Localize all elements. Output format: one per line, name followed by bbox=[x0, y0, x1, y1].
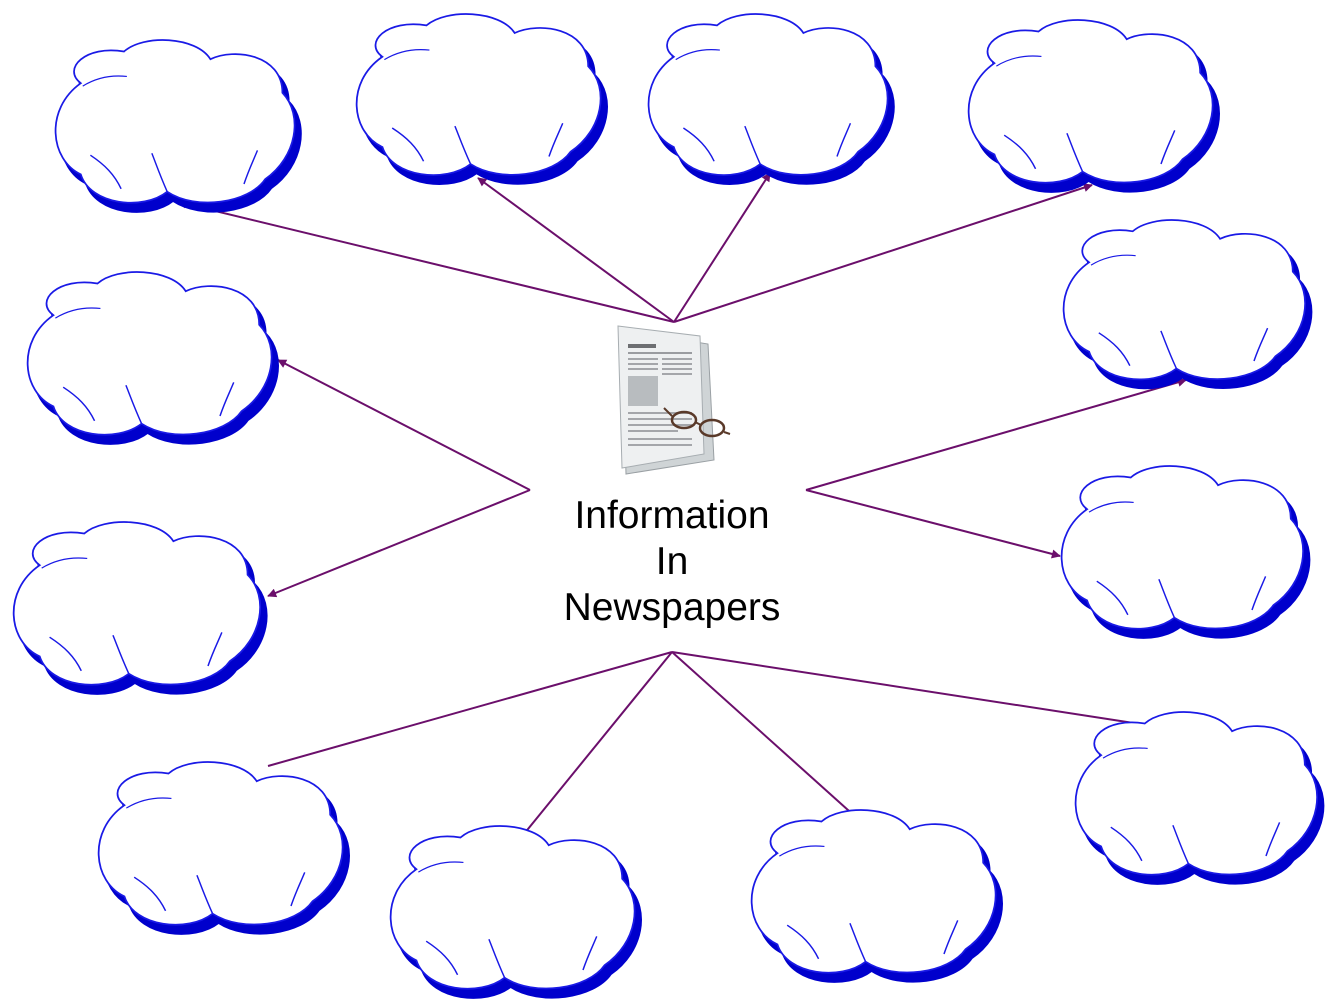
connector-top-4 bbox=[673, 183, 1093, 323]
connector-top-2 bbox=[477, 177, 675, 323]
connector-bottom-3 bbox=[671, 651, 869, 829]
connector-left-1 bbox=[277, 359, 531, 491]
cloud-bubble-top-2[interactable] bbox=[355, 12, 608, 186]
connector-bottom-1 bbox=[267, 651, 673, 767]
newspaper-with-glasses-icon bbox=[617, 325, 731, 475]
center-topic-line-3: Newspapers bbox=[563, 586, 781, 629]
cloud-bubble-right-3[interactable] bbox=[1074, 710, 1325, 885]
cloud-bubble-top-4[interactable] bbox=[967, 18, 1220, 193]
connector-right-1 bbox=[805, 377, 1187, 491]
cloud-bubble-left-2[interactable] bbox=[12, 520, 268, 695]
connector-left-2 bbox=[267, 489, 531, 598]
cloud-bubble-top-3[interactable] bbox=[647, 12, 895, 186]
cloud-bubble-left-1[interactable] bbox=[26, 270, 279, 445]
connectors bbox=[177, 172, 1187, 846]
connector-top-1 bbox=[177, 199, 675, 323]
cloud-bubble-right-2[interactable] bbox=[1060, 464, 1311, 639]
center-topic-label: Information In Newspapers bbox=[512, 493, 832, 631]
center-topic-line-2: In bbox=[655, 540, 689, 583]
connector-right-2 bbox=[805, 489, 1061, 559]
connector-bottom-2 bbox=[514, 651, 673, 846]
cloud-bubble-bottom-2[interactable] bbox=[389, 824, 642, 999]
center-topic-line-1: Information bbox=[574, 494, 770, 537]
cloud-bubble-bottom-1[interactable] bbox=[97, 760, 350, 935]
connector-right-3 bbox=[671, 651, 1141, 725]
cloud-bubble-right-1[interactable] bbox=[1062, 218, 1313, 390]
cloud-bubble-bottom-3[interactable] bbox=[750, 808, 1003, 983]
connector-top-3 bbox=[673, 172, 771, 323]
cloud-bubble-top-1[interactable] bbox=[54, 38, 302, 213]
